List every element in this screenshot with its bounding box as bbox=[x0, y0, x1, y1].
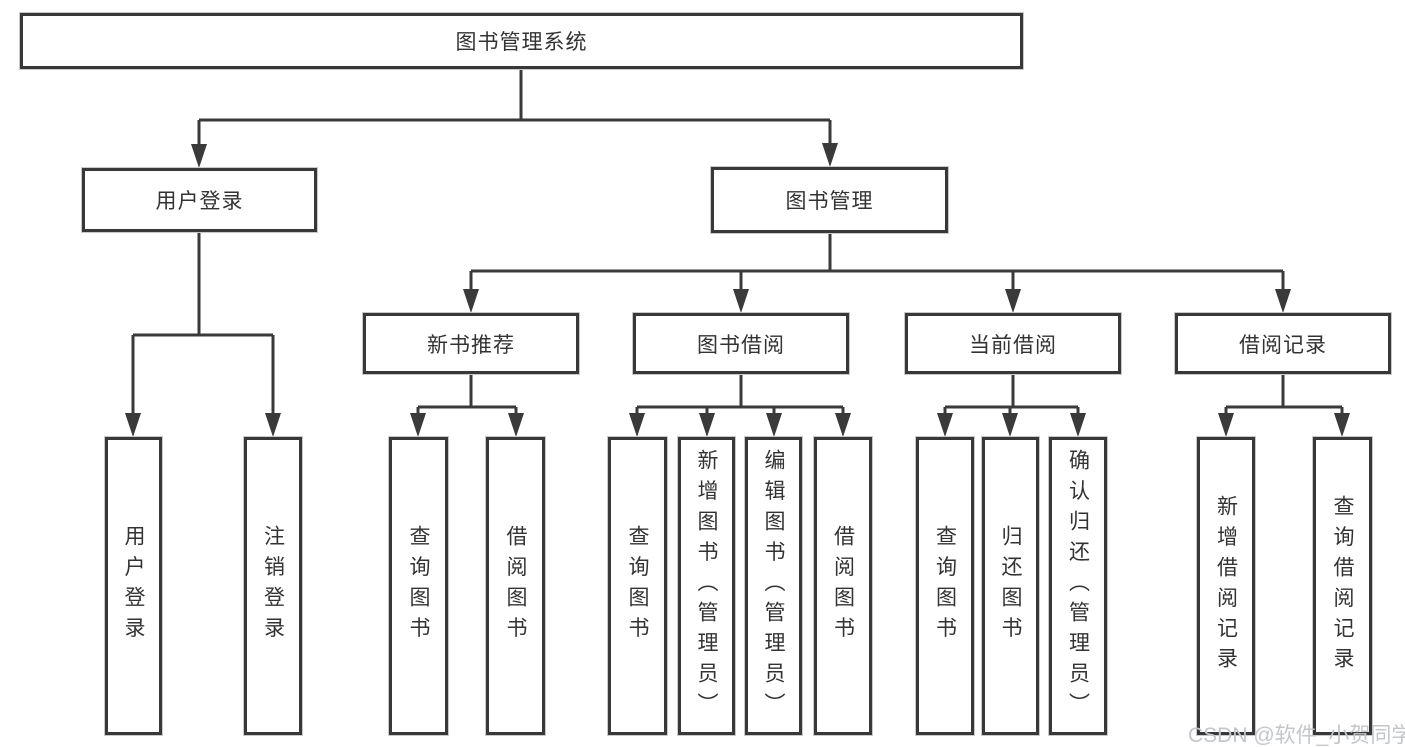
arrowhead bbox=[125, 413, 141, 437]
node-book-borrowing: 图书借阅 bbox=[633, 313, 849, 374]
node-cb-confirm-return-admin: 确认归还（管理员） bbox=[1049, 437, 1107, 735]
arrowhead bbox=[766, 413, 782, 437]
node-root-label: 图书管理系统 bbox=[455, 31, 588, 54]
node-book-management: 图书管理 bbox=[711, 167, 948, 233]
arrowhead bbox=[265, 413, 281, 437]
node-logout-label: 注销登录 bbox=[261, 525, 285, 647]
node-nb-query-books-label: 查询图书 bbox=[407, 525, 430, 647]
arrowhead bbox=[937, 413, 953, 437]
node-new-book-recommend-label: 新书推荐 bbox=[427, 333, 515, 357]
node-bb-borrow-books-label: 借阅图书 bbox=[831, 525, 855, 647]
arrowhead bbox=[835, 413, 851, 437]
node-current-borrowing-label: 当前借阅 bbox=[969, 333, 1057, 357]
arrowhead bbox=[1275, 289, 1291, 313]
node-root: 图书管理系统 bbox=[20, 13, 1023, 69]
arrowhead bbox=[508, 413, 524, 437]
connector-current-borrow-to-children bbox=[937, 374, 1086, 437]
arrowhead bbox=[1070, 413, 1086, 437]
node-cb-confirm-return-admin-label: 确认归还（管理员） bbox=[1066, 448, 1090, 724]
node-cb-return-books-label: 归还图书 bbox=[999, 525, 1022, 647]
node-cb-query-books: 查询图书 bbox=[916, 437, 974, 735]
node-br-add-borrow-record: 新增借阅记录 bbox=[1197, 437, 1255, 735]
node-user-login: 用户登录 bbox=[82, 168, 317, 232]
node-logout: 注销登录 bbox=[244, 437, 302, 735]
arrowhead bbox=[1218, 413, 1234, 437]
node-book-borrowing-label: 图书借阅 bbox=[697, 333, 785, 357]
node-bb-borrow-books: 借阅图书 bbox=[814, 437, 872, 735]
node-book-management-label: 图书管理 bbox=[785, 190, 874, 213]
node-bb-add-books-admin-label: 新增图书（管理员） bbox=[695, 448, 718, 724]
node-borrow-records: 借阅记录 bbox=[1175, 313, 1391, 374]
node-bb-query-books-label: 查询图书 bbox=[626, 525, 649, 647]
node-user-login-leaf-label: 用户登录 bbox=[122, 525, 145, 647]
arrowhead bbox=[410, 413, 426, 437]
node-br-query-borrow-record-label: 查询借阅记录 bbox=[1331, 494, 1354, 678]
connector-root-to-level2 bbox=[191, 69, 838, 168]
node-nb-borrow-books-label: 借阅图书 bbox=[504, 525, 527, 647]
arrowhead bbox=[822, 143, 838, 167]
connector-borrow-records-to-children bbox=[1218, 374, 1350, 437]
node-nb-borrow-books: 借阅图书 bbox=[486, 437, 545, 735]
node-user-login-leaf: 用户登录 bbox=[105, 437, 162, 735]
arrowhead bbox=[629, 413, 645, 437]
connector-user-login-to-children bbox=[125, 232, 281, 437]
node-br-add-borrow-record-label: 新增借阅记录 bbox=[1214, 494, 1238, 678]
node-bb-add-books-admin: 新增图书（管理员） bbox=[678, 437, 735, 735]
arrowhead bbox=[1002, 413, 1018, 437]
node-cb-return-books: 归还图书 bbox=[982, 437, 1039, 735]
arrowhead bbox=[1334, 413, 1350, 437]
node-bb-edit-books-admin: 编辑图书（管理员） bbox=[745, 437, 802, 735]
connector-new-book-rec-to-children bbox=[410, 374, 524, 437]
connector-book-mgmt-to-level3 bbox=[463, 233, 1291, 313]
node-user-login-label: 用户登录 bbox=[155, 190, 244, 213]
arrowhead bbox=[1005, 289, 1021, 313]
connector-book-borrow-to-children bbox=[629, 374, 851, 437]
arrowhead bbox=[463, 289, 479, 313]
arrowhead bbox=[699, 413, 715, 437]
node-nb-query-books: 查询图书 bbox=[389, 437, 448, 735]
watermark: CSDN @软件_小贺同学 bbox=[1188, 724, 1405, 747]
arrowhead bbox=[733, 289, 749, 313]
node-current-borrowing: 当前借阅 bbox=[905, 313, 1121, 374]
node-bb-edit-books-admin-label: 编辑图书（管理员） bbox=[762, 448, 785, 724]
node-cb-query-books-label: 查询图书 bbox=[933, 525, 957, 647]
node-borrow-records-label: 借阅记录 bbox=[1239, 333, 1327, 357]
node-bb-query-books: 查询图书 bbox=[608, 437, 667, 735]
arrowhead bbox=[191, 144, 207, 168]
node-br-query-borrow-record: 查询借阅记录 bbox=[1313, 437, 1372, 735]
node-new-book-recommend: 新书推荐 bbox=[363, 313, 579, 374]
